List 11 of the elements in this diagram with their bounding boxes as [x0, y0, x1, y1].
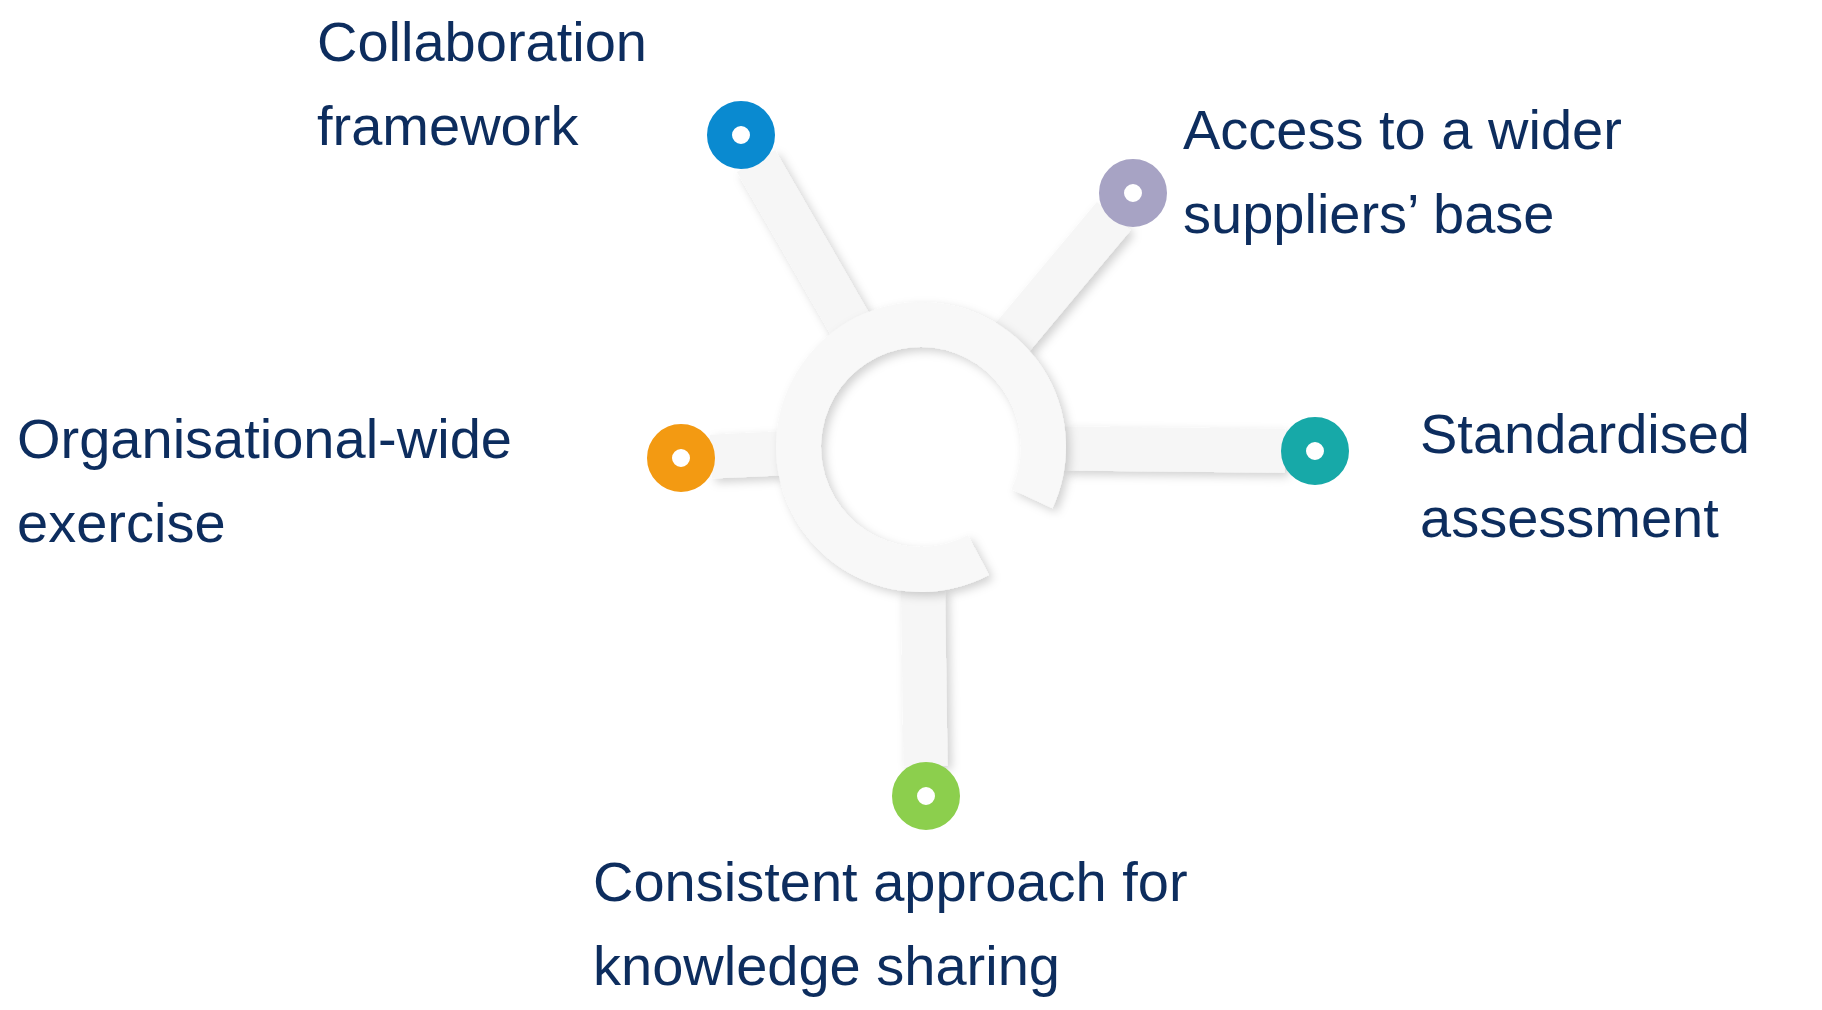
label-text: Access to a wider suppliers’ base [1183, 97, 1623, 247]
connector-spoke [1063, 426, 1286, 473]
label-text: Standardised assessment [1420, 401, 1751, 551]
connector-spoke [901, 589, 948, 767]
label-text: Collaboration framework [317, 9, 648, 159]
hub-ring [776, 302, 1066, 592]
label-text: Consistent approach for knowledge sharing [593, 849, 1189, 999]
label-text: Organisational-wide exercise [17, 406, 513, 556]
connector-spoke [995, 201, 1131, 352]
connector-spoke [736, 149, 869, 335]
connector-spoke [709, 431, 780, 479]
